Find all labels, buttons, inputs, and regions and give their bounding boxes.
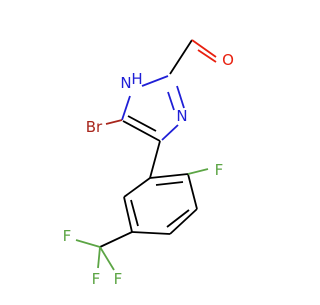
bond-ph6-ph1 [123,177,151,198]
atom-label-h: H [131,70,142,88]
bond-ph-inner-1 [155,181,184,186]
bond-c4-c5 [122,120,161,142]
bond-c2-n3 [176,85,185,109]
bond-ph1-ph2 [149,173,189,179]
bond-ph5-cf3 [99,231,133,248]
atom-label-f-a: F [63,227,72,245]
bond-n1-c2 [141,75,169,87]
bond-ph-inner-3 [130,199,139,227]
atom-label-f-ring: F [215,161,224,179]
bond-n3-c4 [161,124,179,141]
bond-ph-inner-2 [166,209,190,228]
atom-label-nh: N [120,74,131,92]
bond-ph3-ph4 [169,208,198,235]
atom-label-o: O [222,51,234,69]
bond-c2-n3-inner [167,91,175,111]
bond-cho-o-inner [197,49,217,63]
bond-cf3-fc [99,246,115,271]
bond-ph4-ph5 [131,231,171,235]
bond-cho-o [191,39,217,58]
atom-label-f-c: F [114,270,123,288]
atom-label-br: Br [86,118,103,136]
atom-label-n3: N [176,107,187,125]
bond-cf3-fb [97,246,101,269]
molecule-svg: H N N O Br F F F F [63,39,234,288]
molecule-structure: H N N O Br F F F F [63,39,234,288]
bond-ph2-f [187,168,209,175]
bond-c2-cho [169,39,193,75]
bond-c4-ph1 [149,140,161,179]
bond-ph5-ph6 [123,196,133,233]
bond-c4-c5-inner [127,115,157,132]
atom-label-f-b: F [92,270,101,288]
bond-cf3-fa [75,239,101,248]
bond-c5-br [105,119,123,125]
bond-ph2-ph3 [187,173,198,210]
bond-n1-c5 [121,95,131,121]
